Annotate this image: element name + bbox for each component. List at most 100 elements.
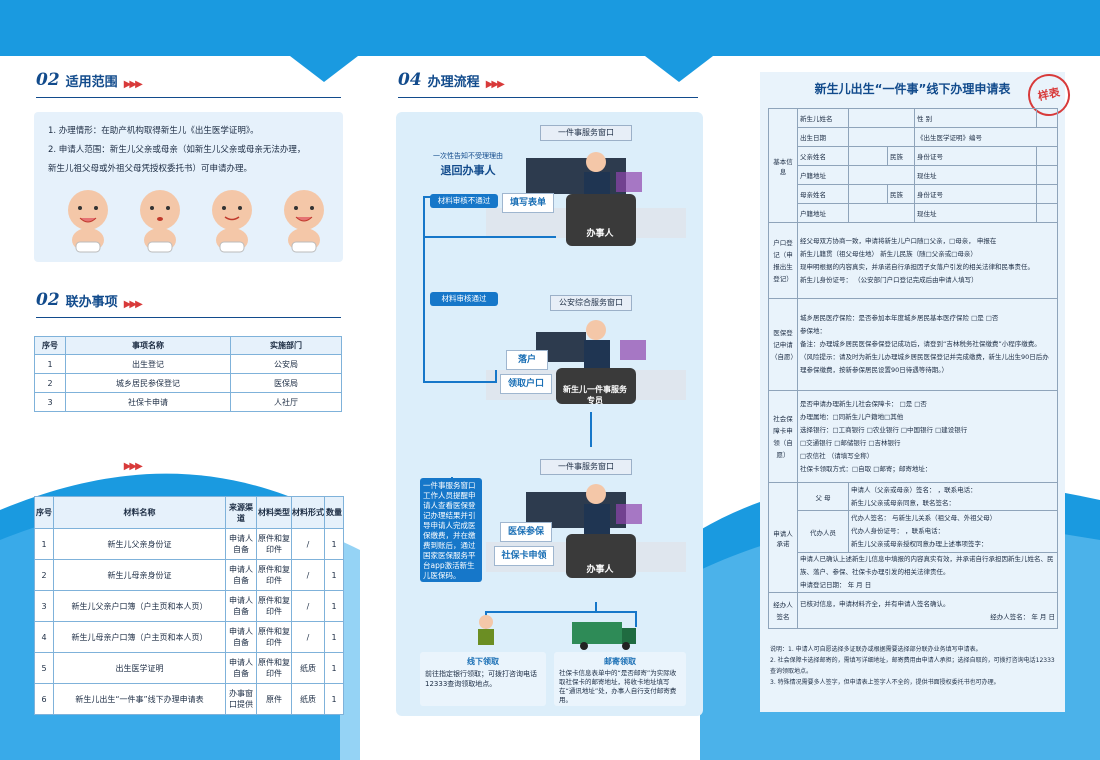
cell: 出生登记 <box>65 354 231 374</box>
basic-label: 基本信息 <box>768 108 798 223</box>
window-sign: 一件事服务窗口 <box>540 459 632 475</box>
field-label: 性 别 <box>914 108 1037 128</box>
scope-card: 1. 办理情形：在助产机构取得新生儿《出生医学证明》。 2. 申请人范围：新生儿… <box>34 112 343 262</box>
form-notes: 说明：1. 申请人可自愿选择多证联办或根据需要选择部分联办业务填写申请表。 2.… <box>770 644 1058 688</box>
cell: 办事窗口提供 <box>225 683 257 715</box>
table-header: 材料类型 <box>256 496 292 529</box>
banner-notch <box>290 56 358 82</box>
settle-sticker: 落户 <box>506 350 548 370</box>
field-label: 户籍地址 <box>797 203 849 223</box>
section-title: 申报材料 <box>65 457 118 472</box>
chevrons-icon: ▶▶▶ <box>485 79 505 90</box>
top-banner <box>0 0 1100 56</box>
cell: 1 <box>324 652 344 684</box>
form-line: （风险提示：请及时为新生儿办理城乡居民医保登记并完成缴费，新生儿出生90日后办理… <box>800 353 1049 374</box>
mail-text: 社保卡信息表单中的“是否邮寄”为实际收取社保卡的邮寄地址，将收卡地址填写在“通讯… <box>559 669 677 704</box>
form-title: 新生儿出生“一件事”线下办理申请表 <box>814 82 1011 96</box>
cell: 新生儿父亲身份证 <box>53 528 226 560</box>
form-table: 基本信息 新生儿姓名 性 别 出生日期 《出生医学证明》编号 父亲姓名民族 身份… <box>768 108 1059 629</box>
section-title: 联办事项 <box>65 295 118 310</box>
handler-label: 经办人签名 <box>768 592 798 629</box>
mail-card: 邮寄领取 社保卡信息表单中的“是否邮寄”为实际收取社保卡的邮寄地址，将收卡地址填… <box>554 652 686 706</box>
cell: / <box>291 528 325 560</box>
cell: 2 <box>34 559 54 591</box>
pass-badge: 材料审核通过 <box>430 292 498 306</box>
cell: 原件和复印件 <box>256 652 292 684</box>
cell: 出生医学证明 <box>53 652 226 684</box>
offline-title: 线下领取 <box>467 657 499 666</box>
field-label: 民族 <box>887 184 915 204</box>
scope-line: 1. 办理情形：在助产机构取得新生儿《出生医学证明》。 <box>48 126 259 136</box>
window-sign: 一件事服务窗口 <box>540 125 632 141</box>
cell: 原件和复印件 <box>256 528 292 560</box>
reject-note: 一次性告知不受理理由 <box>433 152 503 160</box>
cell: 原件 <box>256 683 292 715</box>
cell: 3 <box>34 392 66 412</box>
field-label: 现住址 <box>914 203 1037 223</box>
form-line: 代办人签名： 与新生儿关系（祖父母、外祖父母） <box>851 514 997 522</box>
field-label: 母亲姓名 <box>797 184 849 204</box>
cell: 6 <box>34 683 54 715</box>
form-line: 新生儿父亲或母亲授权同意办理上述事项签字： <box>851 540 988 548</box>
form-line: 选择银行：□工商银行 □农业银行 □中国银行 □建设银行 <box>800 425 968 434</box>
scope-line: 2. 申请人范围：新生儿父亲或母亲（如新生儿父亲或母亲无法办理， <box>48 145 306 155</box>
cell: 申请人自备 <box>225 559 257 591</box>
hukou-label: 户口登记（申报出生登记） <box>768 222 798 299</box>
table-header: 材料名称 <box>53 496 226 529</box>
parents-label: 父 母 <box>797 482 849 511</box>
chevrons-icon: ▶▶▶ <box>123 461 143 472</box>
insure-sticker: 医保参保 <box>500 522 552 542</box>
form-line: 代办人身份证号： ，联系电话： <box>851 527 945 535</box>
clerk-label: 办事人 <box>586 565 614 575</box>
table-header: 数量 <box>324 496 344 529</box>
cell: 原件和复印件 <box>256 559 292 591</box>
card-sticker: 社保卡申领 <box>494 546 554 566</box>
form-line: □交通银行 □邮储银行 □吉林银行 <box>800 438 901 447</box>
form-line: 社保卡领取方式：□自取 □邮寄；邮寄地址： <box>800 464 932 473</box>
banner-notch <box>645 56 713 82</box>
cell: 新生儿母亲户口簿（户主页和本人页） <box>53 621 226 653</box>
field-label: 身份证号 <box>914 184 1037 204</box>
field-label: 《出生医学证明》编号 <box>914 127 1058 147</box>
cell: 1 <box>34 528 54 560</box>
window-sign: 公安综合服务窗口 <box>550 295 632 311</box>
cell: 原件和复印件 <box>256 590 292 622</box>
cell: 城乡居民参保登记 <box>65 373 231 393</box>
form-line: 新生儿父亲或母亲同意，联名签名： <box>851 498 955 507</box>
cell: / <box>291 590 325 622</box>
cell: 纸质 <box>291 652 325 684</box>
divider <box>398 97 698 98</box>
scope-heading: 02 适用范围 ▶▶▶ <box>36 70 143 90</box>
cell: 医保局 <box>230 373 342 393</box>
field-label: 出生日期 <box>797 127 849 147</box>
form-line: 申请人已确认上述新生儿信息中填报的内容真实有效，并承诺自行承担因新生儿姓名、民族… <box>800 555 1054 576</box>
social-label: 社会保障卡申领（自愿） <box>768 390 798 483</box>
offline-text: 前往指定银行领取；可拨打咨询电话12333查询领取地点。 <box>425 670 537 688</box>
divider <box>36 317 341 318</box>
reject-action: 退回办事人 <box>440 164 496 177</box>
cell: 3 <box>34 590 54 622</box>
table-header: 序号 <box>34 336 66 355</box>
field-label: 户籍地址 <box>797 165 849 185</box>
medical-label: 医保登记申请（自愿） <box>768 298 798 391</box>
chevrons-icon: ▶▶▶ <box>123 299 143 310</box>
chevrons-icon: ▶▶▶ <box>123 79 143 90</box>
clerk-label: 新生儿一件事服务专员 <box>563 385 627 405</box>
cell: 公安局 <box>230 354 342 374</box>
note-line: 2. 社会保障卡选择邮寄的，需填写详细地址，邮寄费用由申请人承担；选择自取的，可… <box>770 657 1055 675</box>
form-line: 城乡居民医疗保险：是否参加本年度城乡居民基本医疗保险 □是 □否 <box>800 314 999 322</box>
form-line: 办理属地：□同新生儿户籍地□其他 <box>800 412 904 421</box>
field-label: 身份证号 <box>914 146 1037 166</box>
table-row: 1 出生登记 公安局 <box>34 354 342 374</box>
table-header: 实施部门 <box>230 336 342 355</box>
section-number: 02 <box>36 290 60 310</box>
booklet-sticker: 领取户口 <box>500 374 552 394</box>
table-header: 来源渠道 <box>225 496 257 529</box>
note-line: 说明：1. 申请人可自愿选择多证联办或根据需要选择部分联办业务填写申请表。 <box>770 646 982 653</box>
cell: 4 <box>34 621 54 653</box>
form-line: □农信社 （请填写全称） <box>800 451 874 460</box>
